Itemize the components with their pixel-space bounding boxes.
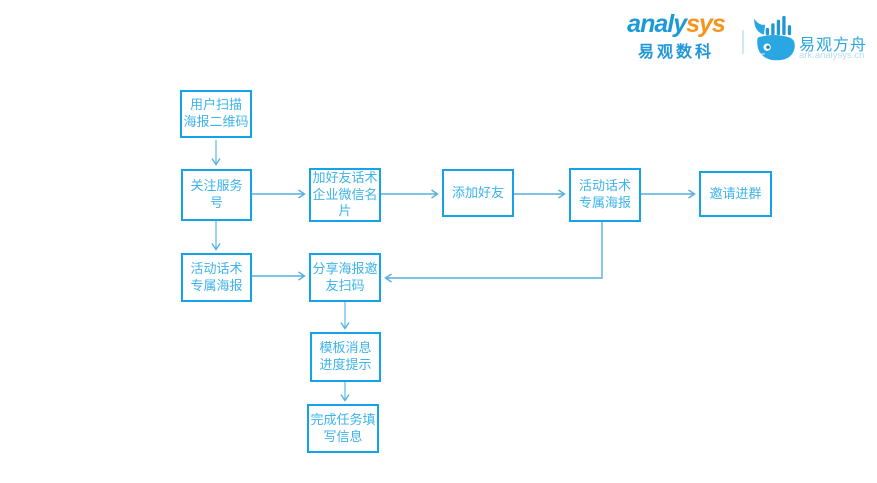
flow-node-add-friend: 添加好友 <box>442 169 514 217</box>
flow-node-share-poster-invite-scan: 分享海报邀 友扫码 <box>309 253 381 302</box>
brand-name-blue: analy <box>627 10 687 38</box>
brand-subtitle: 易观数科 <box>637 44 714 61</box>
edge-poster-top-to-share <box>384 222 603 283</box>
logo-divider <box>742 30 744 54</box>
flow-node-activity-script-poster-top: 活动话术 专属海报 <box>569 168 641 222</box>
flow-node-add-friend-script-card: 加好友话术 企业微信名 片 <box>309 168 381 222</box>
analysys-wordmark: analysys <box>620 12 732 37</box>
whale-chart-icon <box>754 15 795 61</box>
flow-node-follow-service-account: 关注服务 号 <box>181 169 252 221</box>
flow-node-scan-poster-qr: 用户扫描 海报二维码 <box>180 90 252 138</box>
product-url: ark.analysys.cn <box>799 50 865 61</box>
analysys-logo: analysys 易观数科 <box>620 12 732 62</box>
flow-node-activity-script-poster-left: 活动话术 专属海报 <box>181 253 252 302</box>
flow-node-invite-to-group: 邀请进群 <box>699 171 772 217</box>
flow-node-template-message-progress: 模板消息 进度提示 <box>310 332 381 382</box>
brand-name-orange: sys <box>686 10 726 38</box>
flow-node-complete-task-fill-info: 完成任务填 写信息 <box>307 404 379 453</box>
product-name: 易观方舟 <box>799 37 868 54</box>
